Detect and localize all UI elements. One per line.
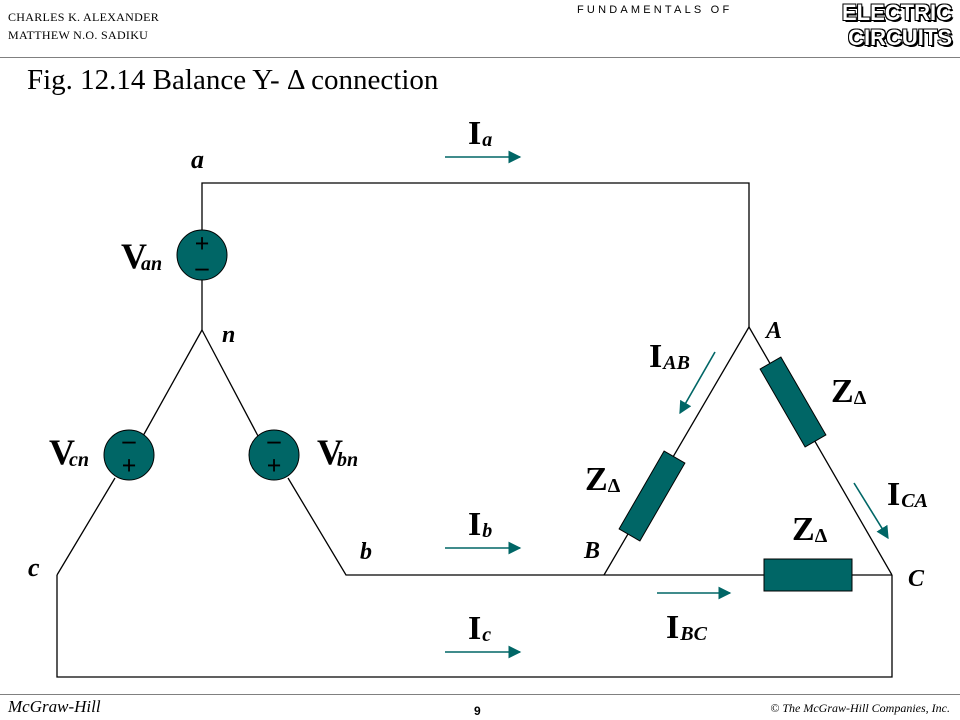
label-ica: ICA bbox=[887, 476, 928, 513]
source-vbn-bottom-sign: + bbox=[267, 451, 282, 480]
figure-title: Fig. 12.14 Balance Y- Δ connection bbox=[27, 64, 439, 96]
wire-line-a bbox=[201, 182, 750, 327]
source-van-circle bbox=[176, 229, 228, 281]
label-z-AB-main: Z bbox=[585, 461, 608, 498]
label-ib: Ib bbox=[468, 506, 492, 543]
label-iab-main: I bbox=[649, 338, 662, 375]
label-z-BC-sub: Δ bbox=[815, 525, 828, 547]
source-van-bottom-sign: – bbox=[195, 253, 210, 282]
label-vcn-main: V bbox=[49, 432, 75, 472]
impedance-AC bbox=[759, 356, 827, 448]
label-z-AC-sub: Δ bbox=[854, 387, 867, 409]
header-rule bbox=[0, 57, 960, 58]
node-label-c: c bbox=[28, 553, 40, 582]
brand-line-1: ELECTRIC bbox=[842, 0, 952, 25]
source-vcn-circle bbox=[103, 429, 155, 481]
brand-line-2: CIRCUITS bbox=[848, 25, 952, 50]
wire-line-c bbox=[56, 575, 893, 678]
label-ica-main: I bbox=[887, 476, 900, 513]
series-label: FUNDAMENTALS OF bbox=[577, 4, 733, 16]
label-ic-main: I bbox=[468, 610, 481, 647]
label-van-main: V bbox=[121, 236, 147, 276]
current-arrows bbox=[445, 150, 889, 659]
copyright-notice: © The McGraw-Hill Companies, Inc. bbox=[770, 701, 950, 715]
node-label-C: C bbox=[908, 566, 925, 592]
source-van-top-sign: + bbox=[195, 229, 210, 258]
label-iab: IAB bbox=[649, 338, 690, 375]
label-z-AB: ZΔ bbox=[585, 461, 621, 498]
label-ia: Ia bbox=[468, 115, 492, 152]
label-ic: Ic bbox=[468, 610, 491, 647]
source-vbn-circle bbox=[248, 429, 300, 481]
label-ia-main: I bbox=[468, 115, 481, 152]
label-ib-sub: b bbox=[482, 520, 492, 542]
impedance-AB bbox=[618, 450, 686, 542]
label-z-AC: ZΔ bbox=[831, 373, 867, 410]
label-z-BC: ZΔ bbox=[792, 511, 828, 548]
wire-line-b bbox=[287, 477, 604, 576]
node-label-B: B bbox=[583, 538, 600, 564]
label-z-AB-sub: Δ bbox=[608, 475, 621, 497]
footer-rule bbox=[0, 694, 960, 695]
brand-logo: ELECTRIC CIRCUITS bbox=[820, 0, 952, 50]
label-z-BC-main: Z bbox=[792, 511, 815, 548]
label-ica-sub: CA bbox=[901, 490, 928, 512]
label-ic-sub: c bbox=[482, 624, 491, 646]
source-vcn-top-sign: – bbox=[122, 426, 137, 455]
source-vbn: – + bbox=[248, 426, 300, 481]
node-label-n: n bbox=[222, 322, 235, 348]
label-ib-main: I bbox=[468, 506, 481, 543]
wire-vcn-to-c bbox=[56, 477, 116, 576]
arrow-iab bbox=[679, 351, 716, 415]
label-ibc-main: I bbox=[666, 609, 679, 646]
node-label-A: A bbox=[764, 318, 782, 344]
label-vbn: Vbn bbox=[317, 432, 358, 472]
wire-n-to-vbn bbox=[201, 329, 259, 437]
page-number: 9 bbox=[474, 704, 481, 718]
source-vcn-bottom-sign: + bbox=[122, 451, 137, 480]
source-van: + – bbox=[176, 229, 228, 282]
node-label-a: a bbox=[191, 145, 204, 174]
author-2: MATTHEW N.O. SADIKU bbox=[8, 28, 149, 42]
arrow-ica bbox=[853, 482, 889, 540]
label-van-sub: an bbox=[141, 253, 162, 275]
author-1: CHARLES K. ALEXANDER bbox=[8, 10, 160, 24]
label-van: Van bbox=[121, 236, 162, 276]
label-iab-sub: AB bbox=[661, 352, 690, 374]
label-z-AC-main: Z bbox=[831, 373, 854, 410]
label-vcn: Vcn bbox=[49, 432, 89, 472]
label-vbn-sub: bn bbox=[337, 449, 358, 471]
label-ibc: IBC bbox=[666, 609, 708, 646]
wire-n-to-vcn bbox=[142, 329, 203, 437]
publisher-logo: McGraw-Hill bbox=[8, 697, 101, 716]
node-label-b: b bbox=[360, 539, 372, 565]
label-ia-sub: a bbox=[482, 129, 492, 151]
label-vbn-main: V bbox=[317, 432, 343, 472]
source-vcn: – + bbox=[103, 426, 155, 481]
source-vbn-top-sign: – bbox=[267, 426, 282, 455]
header-authors: CHARLES K. ALEXANDER MATTHEW N.O. SADIKU bbox=[8, 8, 159, 44]
impedance-BC bbox=[763, 558, 853, 592]
label-vcn-sub: cn bbox=[69, 449, 89, 471]
label-ibc-sub: BC bbox=[679, 623, 707, 645]
